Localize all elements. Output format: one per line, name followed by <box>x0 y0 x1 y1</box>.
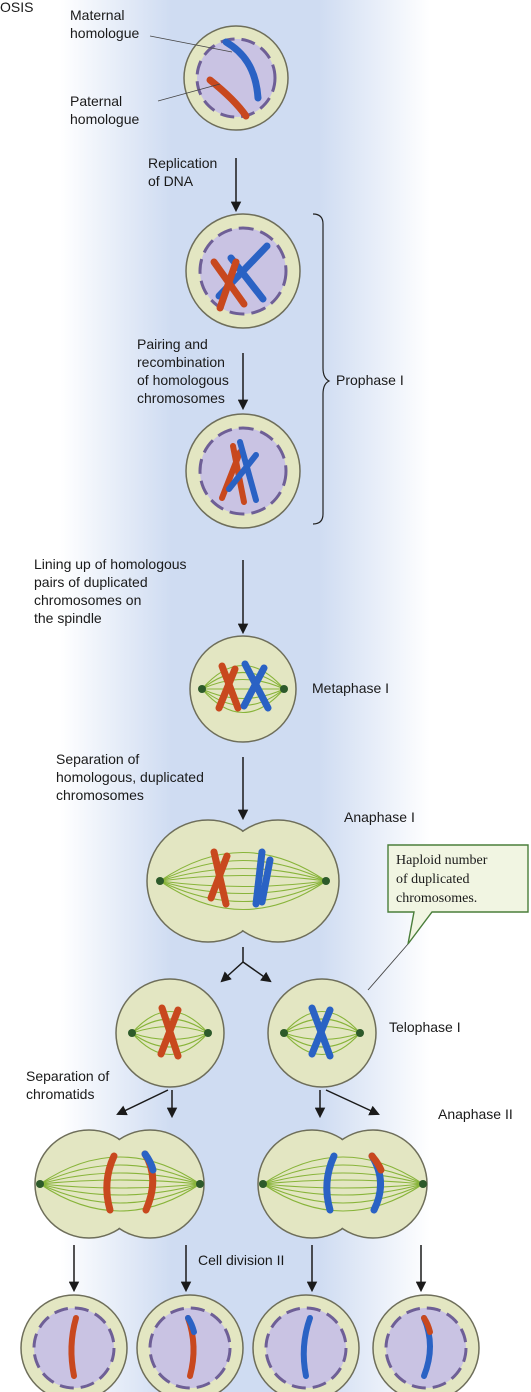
anaphase2-right-cell <box>258 1130 427 1238</box>
replicated-cell <box>186 214 300 328</box>
telophase-label: Telophase I <box>389 1019 461 1035</box>
header-fragment: OSIS <box>0 0 33 15</box>
paired-cell <box>186 414 300 528</box>
daughter-cell-1 <box>21 1295 127 1392</box>
daughter-cell-4 <box>373 1295 479 1392</box>
interphase-cell <box>184 26 288 130</box>
prophase-label: Prophase I <box>336 372 404 388</box>
anaphase1-cell <box>147 820 339 942</box>
daughter-cell-3 <box>253 1295 359 1392</box>
anaphase2-label: Anaphase II <box>438 1106 513 1122</box>
telophase-right-cell <box>268 979 376 1087</box>
anaphase1-label: Anaphase I <box>344 809 415 825</box>
anaphase2-left-cell <box>35 1130 204 1238</box>
metaphase-cell <box>190 636 296 742</box>
telophase-left-cell <box>116 979 224 1087</box>
cell-division-label: Cell division II <box>198 1252 284 1268</box>
metaphase-label: Metaphase I <box>312 680 389 696</box>
daughter-cell-2 <box>137 1295 243 1392</box>
